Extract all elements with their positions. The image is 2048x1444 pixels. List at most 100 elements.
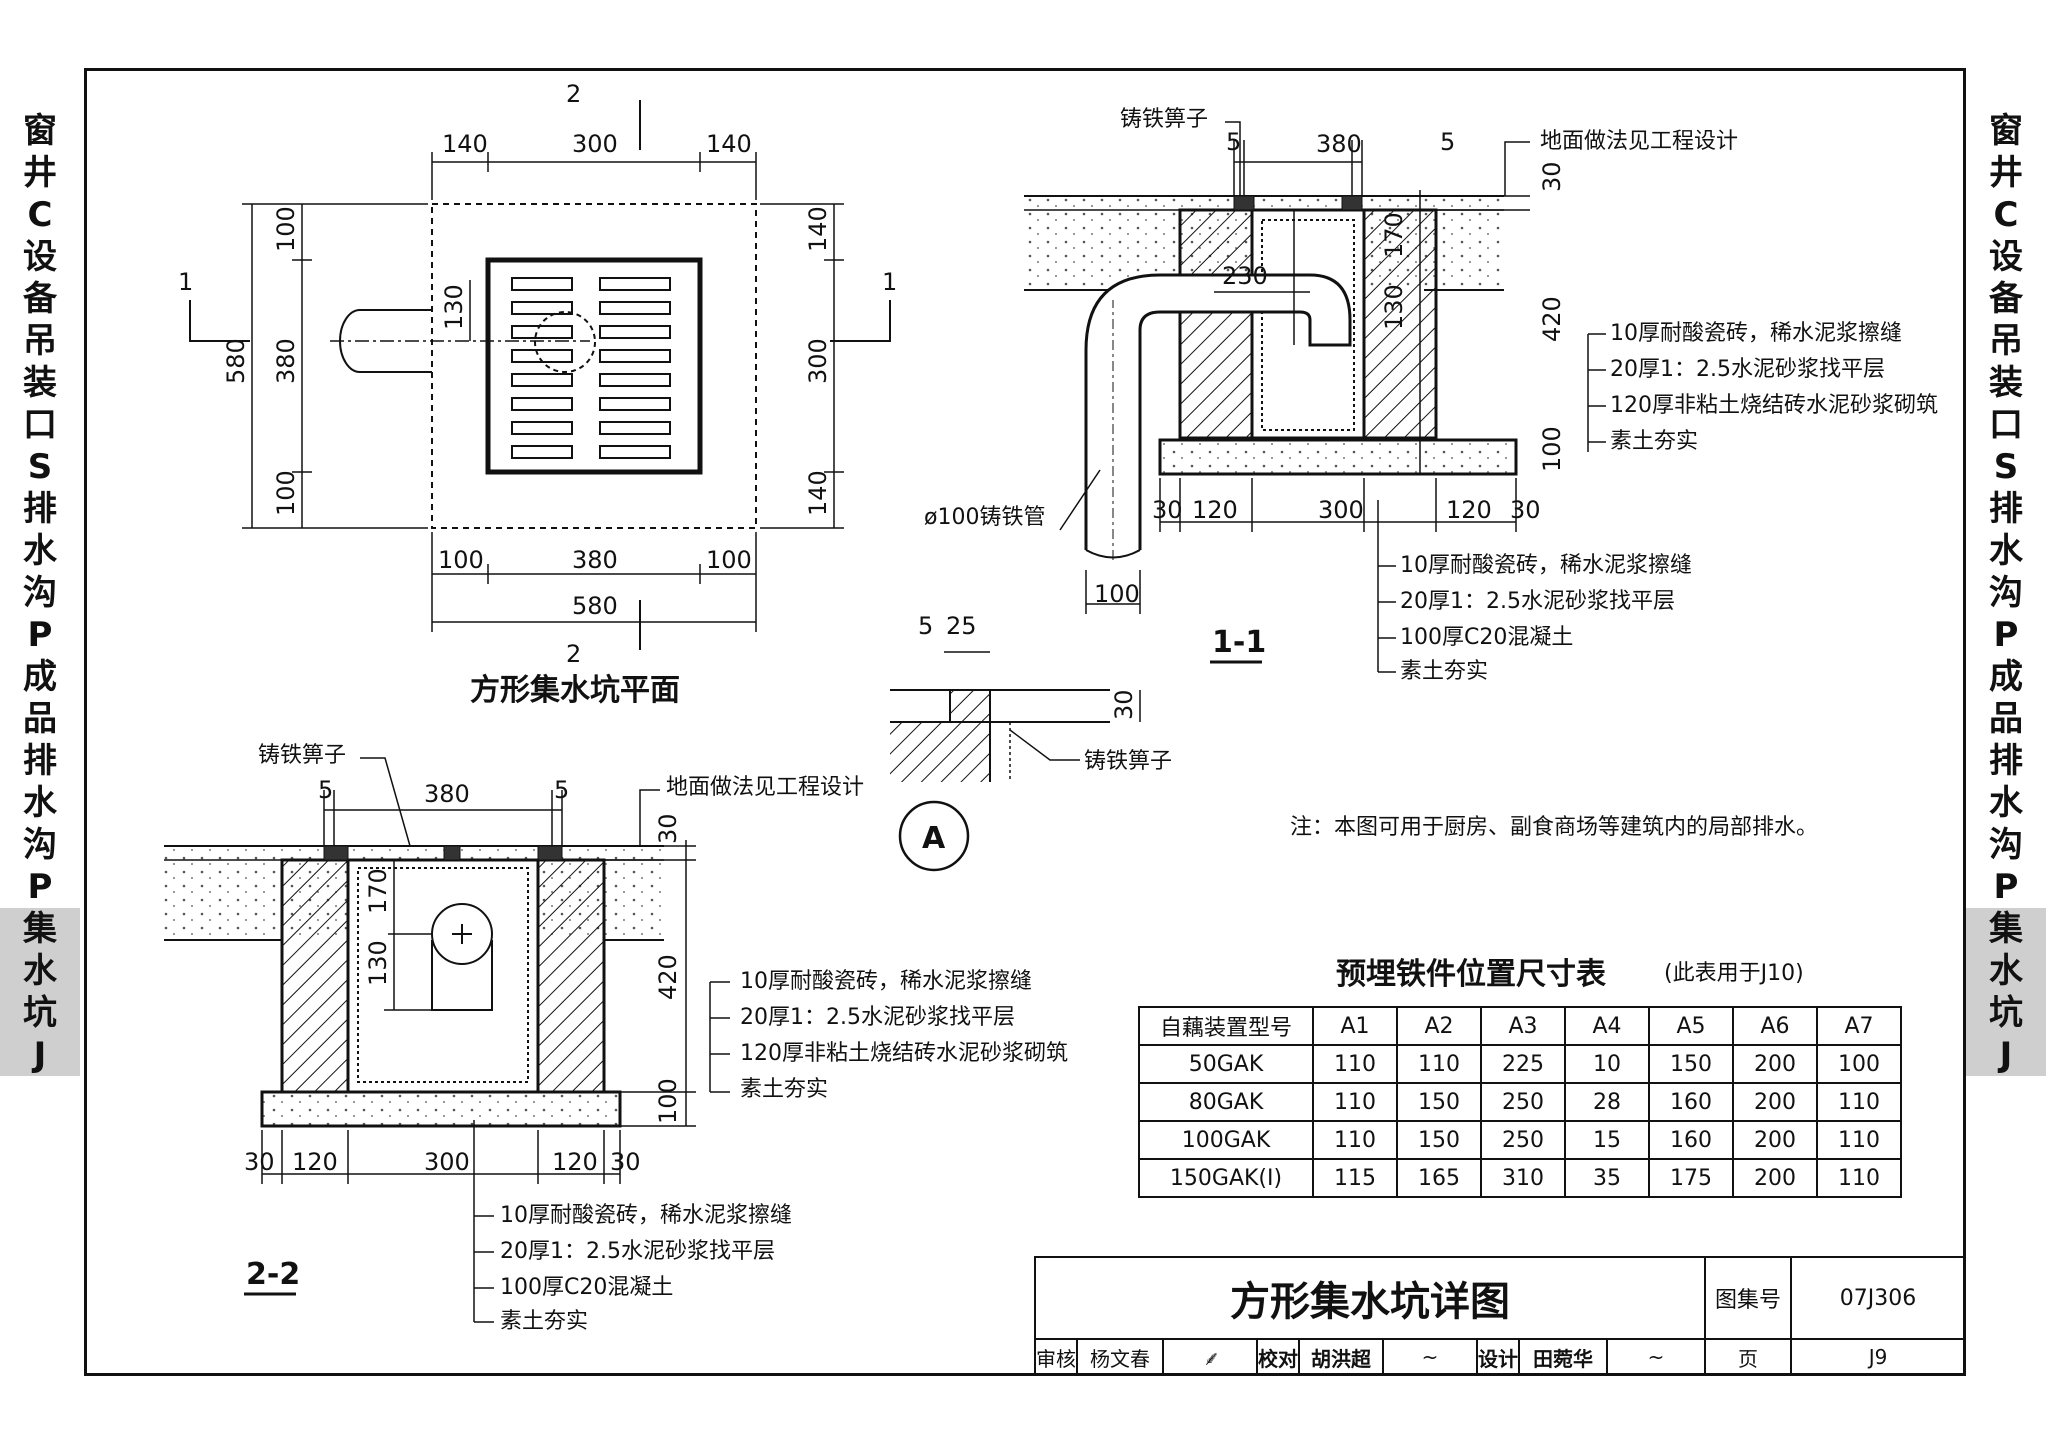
side-tab-char: 水 (23, 783, 57, 823)
s22-grate-label: 铸铁箅子 (258, 743, 346, 768)
side-tab-char: 成 (23, 657, 57, 697)
table-header: A4 (1564, 1006, 1650, 1046)
checker-name: 胡洪超 (1311, 1346, 1371, 1371)
side-tab-char: 水 (1966, 950, 2046, 992)
table-subtitle: (此表用于J10) (1664, 961, 1804, 986)
side-tab-char: 集 (0, 908, 80, 950)
table-cell: 200 (1732, 1082, 1818, 1122)
s22-dim-30: 30 (654, 813, 682, 844)
table-cell: 165 (1396, 1158, 1482, 1198)
table-header: A6 (1732, 1006, 1818, 1046)
side-tab-char: 品 (1989, 699, 2023, 739)
review-label: 审核 (1036, 1346, 1076, 1371)
table-cell: 150 (1648, 1044, 1734, 1084)
side-tab-char: 沟 (23, 573, 57, 613)
side-tab-char: 备 (1989, 279, 2023, 319)
drawing-frame (84, 68, 1966, 1376)
side-tab-char: 窗 (23, 111, 57, 151)
plan-mark-1-left: 1 (178, 268, 193, 296)
title-block-designer-signature-cell: ~ (1606, 1338, 1706, 1376)
reviewer-signature: ⸙ (1202, 1345, 1218, 1370)
plan-dim-top-1: 140 (442, 130, 488, 158)
s11-dim-130: 130 (1380, 284, 1408, 330)
s22-layer-wall-3: 120厚非粘土烧结砖水泥砂浆砌筑 (740, 1041, 1068, 1066)
table-cell: 100 (1816, 1044, 1902, 1084)
s22-dim-5a: 5 (318, 776, 333, 804)
s11-dim-380: 380 (1316, 130, 1362, 158)
side-tab-char: 坑 (1966, 992, 2046, 1034)
side-tab-char: P (27, 867, 53, 907)
s11-layer-bottom-4: 素土夯实 (1400, 659, 1488, 684)
s22-layer-wall-1: 10厚耐酸瓷砖，稀水泥浆擦缝 (740, 969, 1032, 994)
table-header: A5 (1648, 1006, 1734, 1046)
s22-dim-5b: 5 (554, 776, 569, 804)
title-block-name: 方形集水坑详图 (1034, 1256, 1706, 1340)
side-tab-char: C (1993, 195, 2019, 235)
table-header: A7 (1816, 1006, 1902, 1046)
s22-dim-b3: 300 (424, 1148, 470, 1176)
s11-dim-420: 420 (1538, 296, 1566, 342)
note-text: 注：本图可用于厨房、副食商场等建筑内的局部排水。 (1290, 815, 1818, 840)
table-cell: 110 (1312, 1044, 1398, 1084)
s11-dim-30: 30 (1538, 161, 1566, 192)
section-1-1 (1024, 121, 1606, 673)
s22-dim-b4: 120 (552, 1148, 598, 1176)
table-cell: 110 (1312, 1082, 1398, 1122)
table-cell: 225 (1480, 1044, 1566, 1084)
s22-layer-bottom-3: 100厚C20混凝土 (500, 1275, 673, 1300)
detA-dim-5: 5 (918, 612, 933, 640)
page-label: 页 (1738, 1346, 1758, 1371)
s22-layer-bottom-1: 10厚耐酸瓷砖，稀水泥浆擦缝 (500, 1203, 792, 1228)
s11-layer-bottom-2: 20厚1：2.5水泥砂浆找平层 (1400, 589, 1675, 614)
title-block-page-label-cell: 页 (1704, 1338, 1792, 1376)
s11-dim-170: 170 (1380, 212, 1408, 258)
designer-signature: ~ (1647, 1345, 1665, 1369)
s22-dim-380: 380 (424, 780, 470, 808)
s11-dim-b5: 30 (1510, 496, 1541, 524)
table-cell: 150 (1396, 1120, 1482, 1160)
side-tab-char: 沟 (23, 825, 57, 865)
s11-dim-b3: 300 (1318, 496, 1364, 524)
table-header: A3 (1480, 1006, 1566, 1046)
side-tab-char: 排 (23, 489, 57, 529)
table-cell: 200 (1732, 1158, 1818, 1198)
plan-dim-bottom-1: 100 (438, 546, 484, 574)
s11-pipe-label: ø100铸铁管 (924, 505, 1045, 530)
s11-dim-b1: 30 (1152, 496, 1183, 524)
table-cell: 150 (1396, 1082, 1482, 1122)
table-cell: 160 (1648, 1120, 1734, 1160)
plan-outer-pit (431, 203, 757, 529)
s22-dim-130: 130 (364, 940, 392, 986)
side-tab-char: 集 (1966, 908, 2046, 950)
table-cell: 110 (1816, 1082, 1902, 1122)
table-cell: 35 (1564, 1158, 1650, 1198)
table-title: 预埋铁件位置尺寸表 (1336, 957, 1606, 992)
title-block-reviewer-cell: 杨文春 (1076, 1338, 1164, 1376)
detA-dim-30: 30 (1110, 689, 1138, 720)
s11-layer-wall-3: 120厚非粘土烧结砖水泥砂浆砌筑 (1610, 393, 1938, 418)
table-cell: 100GAK (1138, 1120, 1314, 1160)
detA-dim-25: 25 (946, 612, 977, 640)
side-tab-char: P (1993, 615, 2019, 655)
side-tab-char: P (27, 615, 53, 655)
s22-dim-b5: 30 (610, 1148, 641, 1176)
title-block-check-label-cell: 校对 (1256, 1338, 1300, 1376)
atlas-label: 图集号 (1714, 1288, 1781, 1313)
table-cell: 110 (1816, 1158, 1902, 1198)
table-header: A1 (1312, 1006, 1398, 1046)
plan-dim-left-total: 580 (222, 338, 250, 384)
s22-layer-wall-2: 20厚1：2.5水泥砂浆找平层 (740, 1005, 1015, 1030)
table-cell: 115 (1312, 1158, 1398, 1198)
s11-dim-5b: 5 (1440, 128, 1455, 156)
check-label: 校对 (1258, 1346, 1298, 1371)
s22-dim-b1: 30 (244, 1148, 275, 1176)
table-cell: 250 (1480, 1120, 1566, 1160)
side-tab-char: J (1966, 1034, 2046, 1076)
s11-layer-bottom-1: 10厚耐酸瓷砖，稀水泥浆擦缝 (1400, 553, 1692, 578)
table-cell: 110 (1312, 1120, 1398, 1160)
side-tab-char: 备 (23, 279, 57, 319)
